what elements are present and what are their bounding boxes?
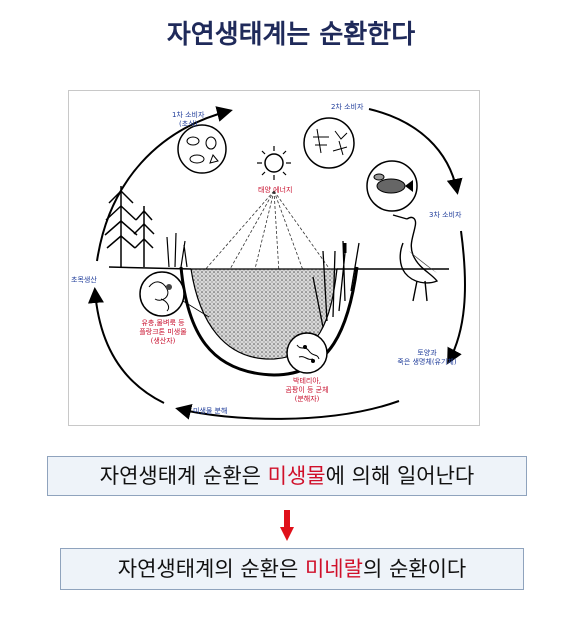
statement2-text: 자연생태계의 순환은	[117, 557, 305, 581]
statement2-highlight: 미네랄	[304, 557, 363, 581]
tree-icon	[104, 186, 155, 267]
soil-dead-label-line1: 토양과	[417, 349, 437, 357]
producers-label: 유충,물벼룩 등 플랑크톤 미생물 (생산자)	[133, 319, 193, 346]
soil-dead-label-line2: 죽은 생명체(유기체)	[397, 358, 457, 366]
producers-label-line3: (생산자)	[150, 337, 176, 345]
producers-label-line1: 유충,물벼룩 등	[141, 319, 185, 327]
soil-dead-organisms-label: 토양과 죽은 생명체(유기체)	[387, 349, 467, 367]
tertiary-consumer-circle	[366, 160, 418, 212]
heron-icon	[392, 214, 439, 302]
tertiary-consumer-label: 3차 소비자	[429, 211, 462, 219]
statement1-text-end: 에 의해 일어난다	[325, 464, 475, 488]
statement-box-microbes: 자연생태계 순환은 미생물에 의해 일어난다	[47, 456, 527, 496]
producer-circle	[139, 271, 210, 318]
secondary-consumer-label: 2차 소비자	[331, 103, 364, 111]
primary-consumer-label-line1: 1차 소비자	[172, 111, 205, 119]
cycle-arrow-right	[447, 230, 466, 365]
down-arrow-icon	[280, 510, 294, 541]
solar-energy-label: 태양 에너지	[258, 186, 293, 194]
statement1-highlight: 미생물	[267, 464, 326, 488]
statement-box-minerals: 자연생태계의 순환은 미네랄의 순환이다	[60, 548, 524, 590]
decomposer-circle	[286, 332, 328, 374]
pond-bed	[179, 266, 359, 377]
secondary-consumer-circle	[303, 117, 355, 169]
primary-consumer-label-line2: (초식)	[179, 120, 198, 128]
ecosystem-cycle-diagram: 1차 소비자 (초식) 2차 소비자 3차 소비자 태양 에너지 초목생산 유충…	[68, 90, 480, 426]
statement2-text-end: 의 순환이다	[362, 557, 467, 581]
primary-consumer-label: 1차 소비자 (초식)	[172, 111, 204, 129]
cycle-arrow-bottom	[175, 400, 400, 420]
reeds-right-icon	[312, 240, 360, 328]
statement1-text: 자연생태계 순환은	[99, 464, 268, 488]
cycle-illustration	[87, 106, 466, 420]
decomposers-label-line2: 곰팡이 등 균체	[285, 386, 329, 394]
cycle-arrow-top-right	[368, 108, 463, 195]
primary-consumer-circle	[177, 124, 227, 174]
cycle-arrow-top-left	[96, 106, 233, 262]
producers-label-line2: 플랑크톤 미생물	[139, 328, 187, 336]
grassland-production-label: 초목생산	[71, 276, 97, 284]
decomposers-label-line3: (분해자)	[294, 395, 320, 403]
page-title: 자연생태계는 순환한다	[166, 20, 416, 50]
decomposers-label-line1: 박테리아,	[293, 377, 321, 385]
reeds-left-icon	[166, 232, 188, 268]
microbial-decomposition-label: 미생물 분해	[193, 407, 228, 415]
decomposers-label: 박테리아, 곰팡이 등 균체 (분해자)	[277, 377, 337, 404]
cycle-arrow-bottom-left	[87, 287, 165, 404]
sun-icon	[257, 146, 291, 180]
